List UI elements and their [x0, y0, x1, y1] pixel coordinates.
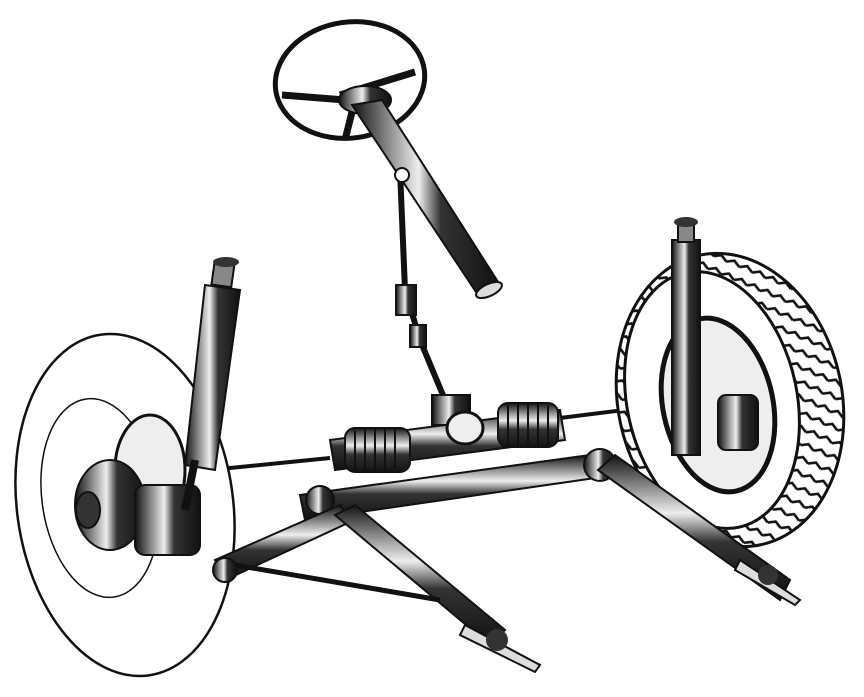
steering-wheel [272, 19, 428, 141]
right-lower-arm [596, 453, 802, 607]
steering-rack [209, 394, 641, 473]
intermediate-shaft [394, 167, 448, 402]
rack-boot-left [344, 427, 411, 473]
left-brake-disc [14, 332, 236, 678]
pinion-housing [431, 394, 485, 446]
right-strut [671, 217, 701, 456]
left-lower-arm [212, 503, 542, 674]
left-strut [181, 257, 242, 511]
steering-column [350, 98, 503, 300]
right-wheel [614, 251, 846, 549]
rack-boot-right [497, 402, 559, 448]
